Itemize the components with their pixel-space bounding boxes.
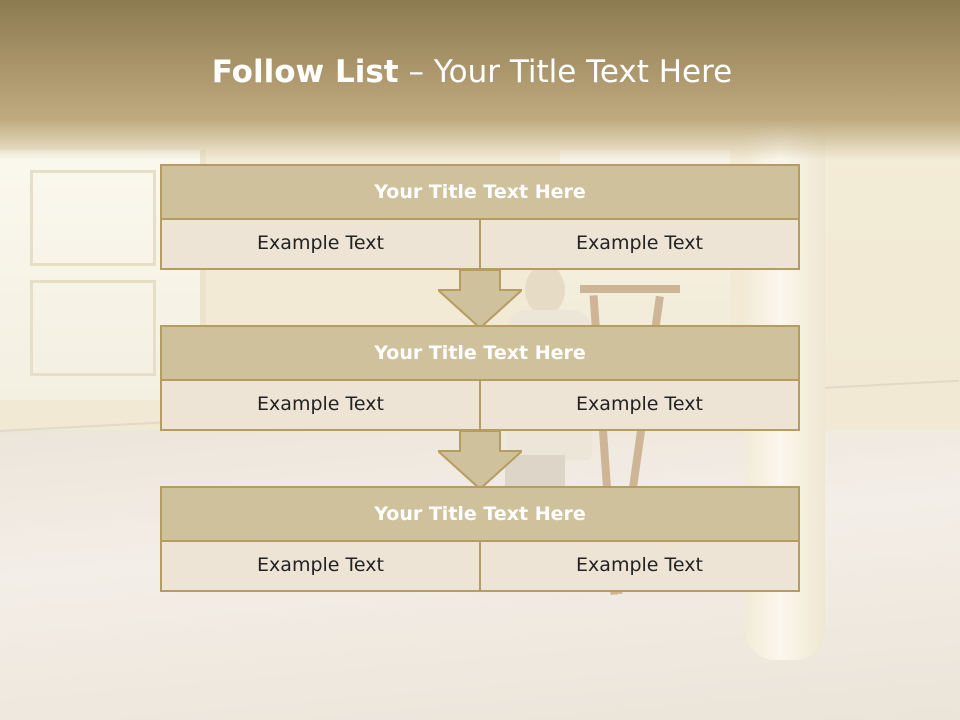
background-chair [580, 285, 700, 605]
block-row: Example Text Example Text [160, 381, 800, 431]
block-cell-left: Example Text [160, 542, 481, 592]
block-cell-right: Example Text [479, 220, 800, 270]
slide-title: Follow List – Your Title Text Here [0, 54, 944, 90]
block-row: Example Text Example Text [160, 220, 800, 270]
block-title: Your Title Text Here [160, 164, 800, 220]
slide-title-bold: Follow List [211, 54, 399, 90]
slide-title-rest: – Your Title Text Here [408, 54, 733, 90]
down-arrow-icon [438, 270, 522, 330]
block-cell-right: Example Text [479, 381, 800, 431]
block-cell-left: Example Text [160, 220, 481, 270]
block-cell-left: Example Text [160, 381, 481, 431]
block-title: Your Title Text Here [160, 486, 800, 542]
block-cell-right: Example Text [479, 542, 800, 592]
down-arrow-icon [438, 431, 522, 491]
block-title: Your Title Text Here [160, 325, 800, 381]
block-row: Example Text Example Text [160, 542, 800, 592]
header-band [0, 0, 960, 160]
